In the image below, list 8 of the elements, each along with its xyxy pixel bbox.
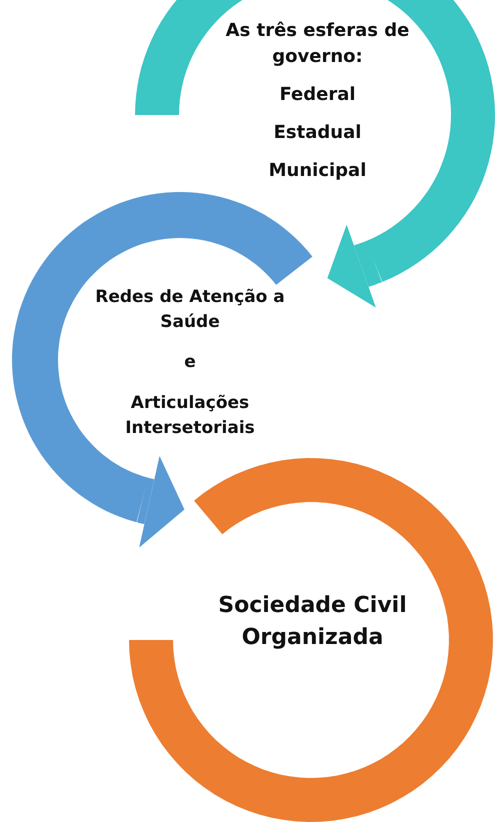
node-text: Articulações Intersetoriais xyxy=(124,392,256,440)
node-text: Federal xyxy=(279,83,356,108)
node-text: Sociedade Civil Organizada xyxy=(217,592,408,652)
node-text: Estadual xyxy=(274,121,362,146)
node-text: Redes de Atenção a Saúde xyxy=(94,286,286,334)
node-text: As três esferas de governo: xyxy=(224,19,410,70)
node-text: e xyxy=(184,351,196,374)
node-text: Municipal xyxy=(268,159,366,184)
